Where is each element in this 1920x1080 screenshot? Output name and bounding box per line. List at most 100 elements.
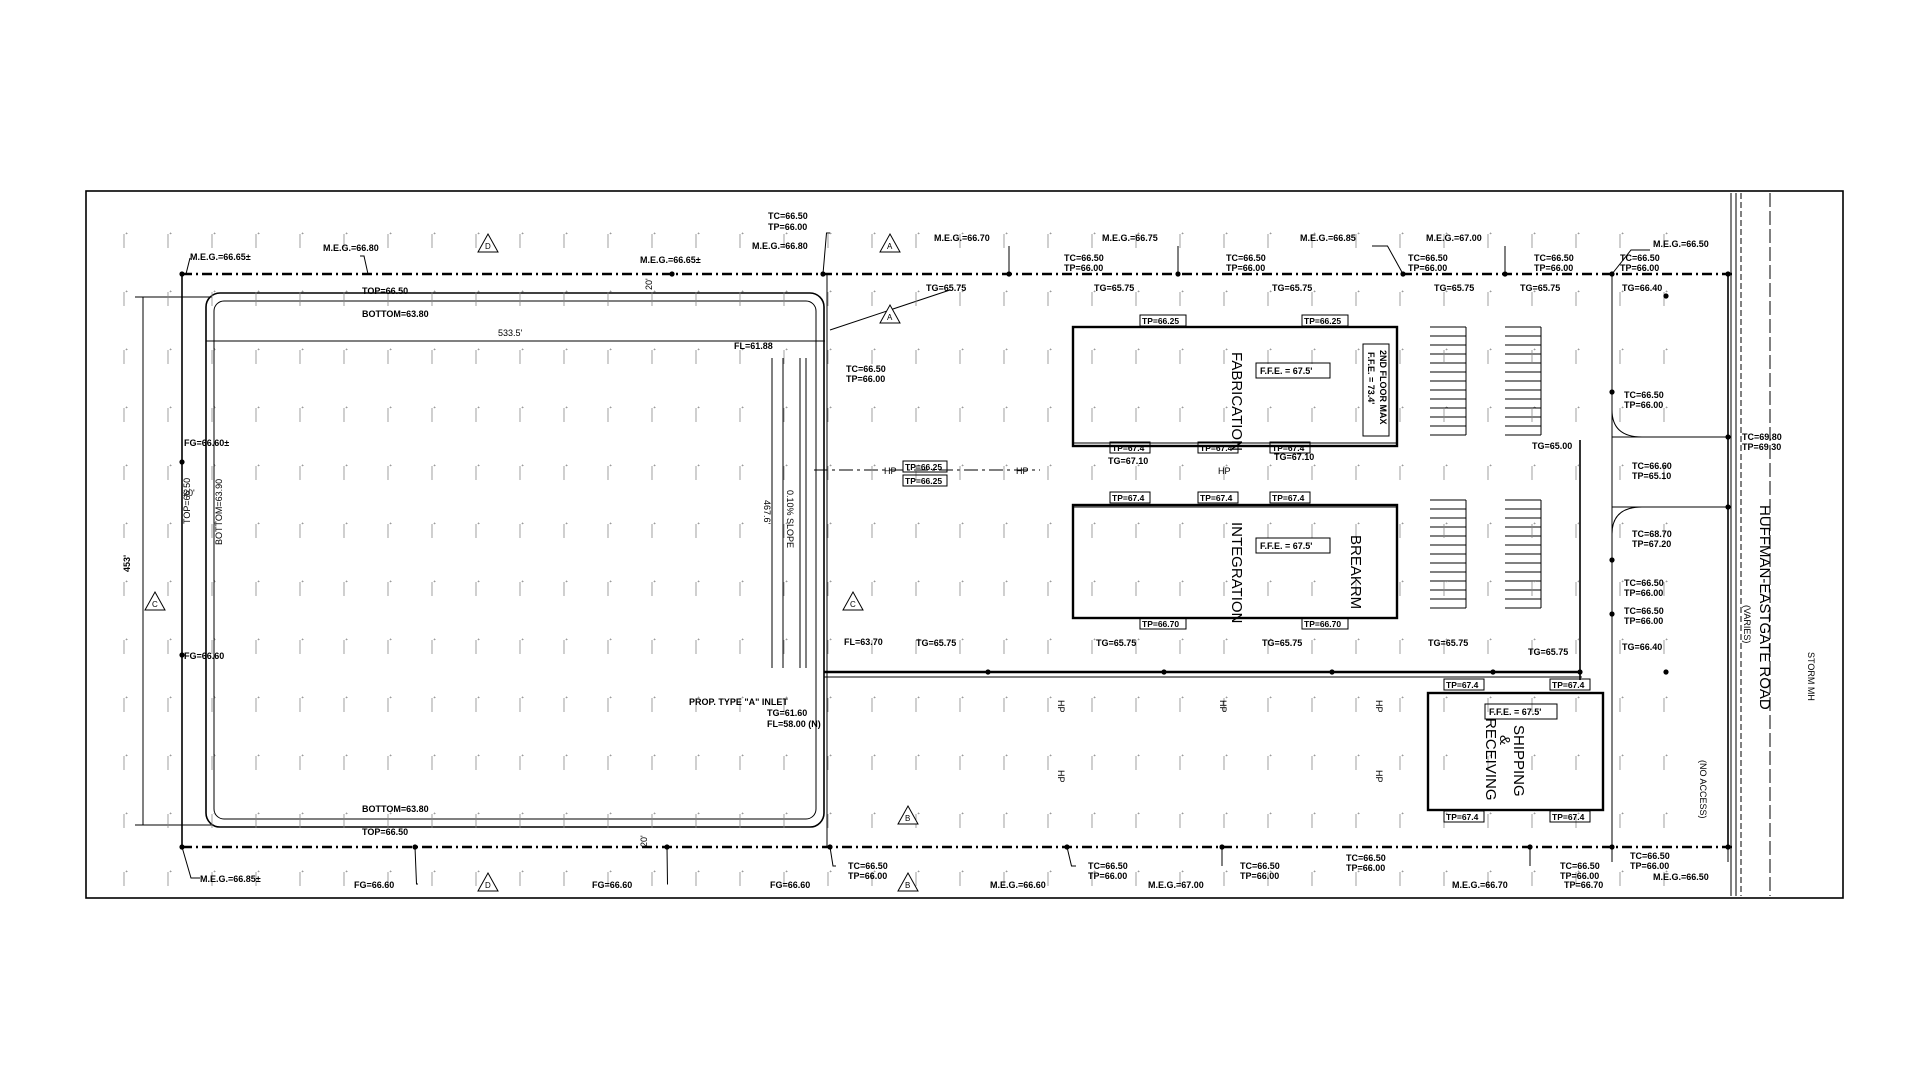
- pond-top-vertical: TOP=66.50: [182, 478, 192, 524]
- spot-grade-mark: +: [124, 870, 129, 873]
- spot-grade-mark: +: [1664, 870, 1669, 873]
- spot-grade-mark: +: [432, 406, 437, 409]
- spot-grade-mark: +: [1048, 812, 1053, 815]
- pond-top-outline: [205, 292, 825, 828]
- spot-grade-mark: +: [300, 870, 305, 873]
- spot-grade-mark: +: [1664, 290, 1669, 293]
- spot-grade-mark: +: [1048, 464, 1053, 467]
- right-pair-1-tp: TP=65.10: [1632, 471, 1671, 481]
- tg-8: TG=65.75: [1096, 638, 1136, 648]
- boxed-tags: TP=66.25 TP=66.25 TP=67.4 TP=67.4 TP=67.…: [902, 314, 1591, 823]
- grade-point-dot: [1663, 293, 1669, 299]
- spot-grade-mark: +: [212, 232, 217, 235]
- spot-grade-mark: +: [1664, 580, 1669, 583]
- spot-grade-mark: +: [256, 638, 261, 641]
- spot-grade-mark: +: [828, 464, 833, 467]
- spot-grade-mark: +: [432, 812, 437, 815]
- spot-grade-mark: +: [1136, 232, 1141, 235]
- hp-label: HP: [1218, 700, 1228, 713]
- bottom-pair-4-tc: TC=66.50: [1560, 861, 1600, 871]
- grade-point-dot: [1609, 389, 1615, 395]
- spot-grade-mark: +: [828, 696, 833, 699]
- spot-grade-mark: +: [960, 522, 965, 525]
- spot-grade-mark: +: [1356, 464, 1361, 467]
- spot-grade-mark: +: [1092, 406, 1097, 409]
- spot-grade-mark: +: [520, 870, 525, 873]
- spot-grade-mark: +: [740, 812, 745, 815]
- spot-grade-mark: +: [740, 290, 745, 293]
- spot-grade-mark: +: [1312, 638, 1317, 641]
- top-label-3: TC=66.50: [768, 211, 808, 221]
- top-pair-0-tp: TP=66.00: [1064, 263, 1103, 273]
- spot-grade-mark: +: [828, 580, 833, 583]
- spot-grade-mark: +: [300, 754, 305, 757]
- spot-grade-mark: +: [344, 232, 349, 235]
- pond-slope-note: 0.10% SLOPE: [785, 490, 795, 548]
- spot-grade-mark: +: [1136, 754, 1141, 757]
- spot-grade-mark: +: [1312, 870, 1317, 873]
- spot-grade-mark: +: [1180, 870, 1185, 873]
- tag-14: TP=67.4: [1446, 812, 1479, 822]
- spot-grade-mark: +: [696, 638, 701, 641]
- spot-grade-mark: +: [784, 870, 789, 873]
- inlet-note-2: TG=61.60: [767, 708, 807, 718]
- spot-grade-mark: +: [740, 754, 745, 757]
- spot-grade-mark: +: [916, 754, 921, 757]
- spot-grade-mark: +: [740, 870, 745, 873]
- spot-grade-mark: +: [1224, 580, 1229, 583]
- spot-grade-mark: +: [256, 464, 261, 467]
- top-label-7: M.E.G.=66.75: [1102, 233, 1158, 243]
- spot-grade-mark: +: [256, 232, 261, 235]
- spot-grade-mark: +: [1400, 870, 1405, 873]
- spot-grade-mark: +: [344, 754, 349, 757]
- spot-grade-mark: +: [1048, 406, 1053, 409]
- ampersand-label: &: [1496, 735, 1513, 745]
- grade-point-dot: [1725, 434, 1731, 440]
- bottom-label-7: M.E.G.=66.50: [1653, 872, 1709, 882]
- spot-grade-mark: +: [740, 580, 745, 583]
- tag-7: TP=67.4: [1272, 493, 1305, 503]
- spot-grade-mark: +: [432, 290, 437, 293]
- spot-grade-mark: +: [388, 406, 393, 409]
- spot-grade-mark: +: [1576, 812, 1581, 815]
- spot-grade-mark: +: [1620, 522, 1625, 525]
- road-edges: [1730, 193, 1771, 896]
- spot-grade-mark: +: [1576, 464, 1581, 467]
- spot-grade-mark: +: [212, 696, 217, 699]
- spot-grade-mark: +: [344, 638, 349, 641]
- spot-grade-mark: +: [124, 638, 129, 641]
- fl-top: FL=61.88: [734, 341, 773, 351]
- spot-grade-mark: +: [344, 580, 349, 583]
- spot-grade-mark: +: [1180, 754, 1185, 757]
- spot-grade-mark: +: [300, 638, 305, 641]
- spot-grade-mark: +: [828, 232, 833, 235]
- spot-grade-mark: +: [1620, 580, 1625, 583]
- spot-grade-mark: +: [432, 696, 437, 699]
- spot-grade-mark: +: [1180, 406, 1185, 409]
- spot-grade-mark: +: [124, 290, 129, 293]
- spot-grade-mark: +: [300, 696, 305, 699]
- top-label-0: M.E.G.=66.65±: [190, 252, 251, 262]
- grade-point-dot: [985, 669, 991, 675]
- grade-point-dot: [1663, 669, 1669, 675]
- spot-grade-mark: +: [344, 812, 349, 815]
- right-pair-2-tp: TP=67.20: [1632, 539, 1671, 549]
- spot-grade-mark: +: [1092, 580, 1097, 583]
- integration-ffe-box: [1255, 537, 1331, 554]
- fg-left-1: FG=66.60±: [184, 438, 229, 448]
- spot-grade-mark: +: [212, 406, 217, 409]
- spot-grade-mark: +: [564, 290, 569, 293]
- spot-grade-mark: +: [608, 464, 613, 467]
- spot-grade-mark: +: [1004, 464, 1009, 467]
- spot-grade-mark: +: [652, 580, 657, 583]
- spot-grade-mark: +: [1268, 290, 1273, 293]
- spot-grade-mark: +: [1224, 754, 1229, 757]
- second-floor-box: [1362, 343, 1390, 437]
- spot-grade-mark: +: [1576, 754, 1581, 757]
- pond-bottom-n: BOTTOM=63.80: [362, 309, 429, 319]
- section-marker-letter: C: [850, 600, 856, 609]
- tg-2: TG=65.75: [1272, 283, 1312, 293]
- spot-grade-mark: +: [1268, 348, 1273, 351]
- spot-grade-mark: +: [1444, 290, 1449, 293]
- spot-grade-mark: +: [828, 870, 833, 873]
